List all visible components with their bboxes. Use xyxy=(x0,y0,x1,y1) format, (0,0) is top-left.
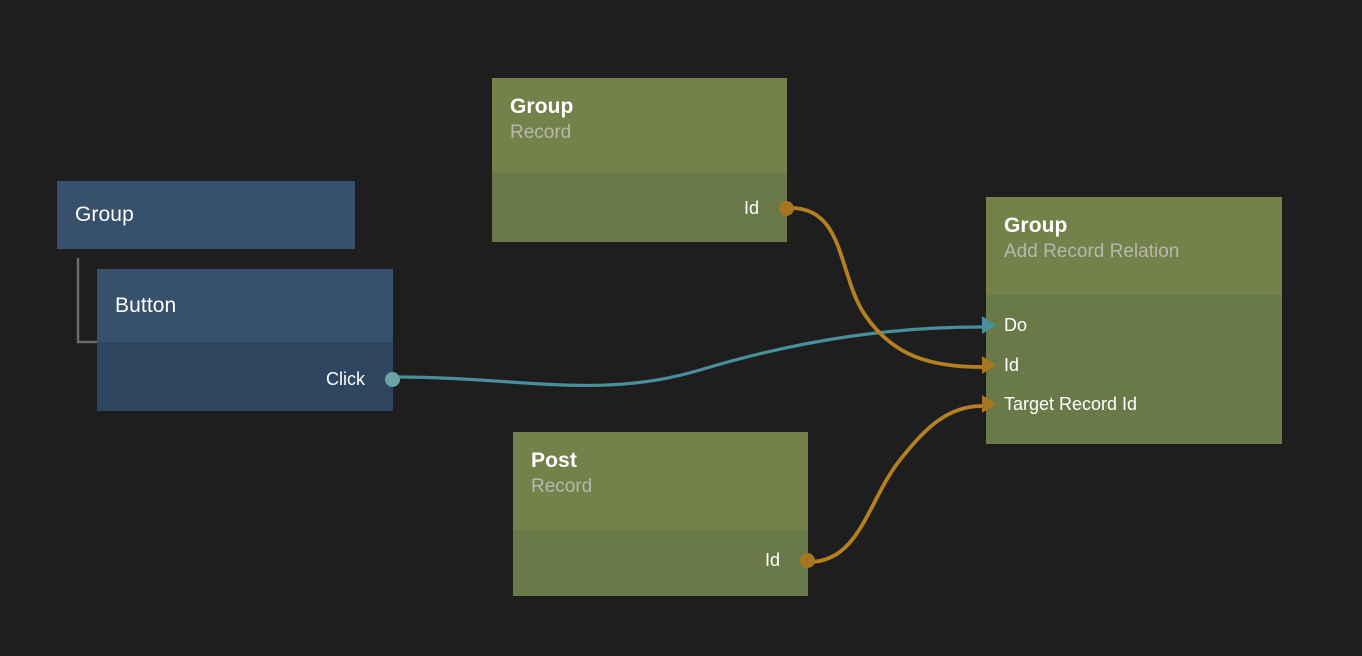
port-in-target-record-id[interactable]: Target Record Id xyxy=(982,392,1138,416)
port-in-target-record-id-label: Target Record Id xyxy=(1004,394,1138,414)
port-out-group-record-id[interactable]: Id xyxy=(743,197,794,219)
node-post-record-subtitle: Record xyxy=(531,476,593,497)
port-dot-click[interactable] xyxy=(385,371,400,387)
node-add-record-relation-subtitle: Add Record Relation xyxy=(1004,241,1180,262)
node-group-record-body: Id xyxy=(492,173,794,242)
port-in-do[interactable]: Do xyxy=(982,313,1028,337)
node-group-record[interactable]: Group Record Id xyxy=(492,78,794,242)
node-group-record-subtitle: Record xyxy=(510,122,572,143)
node-group-record-title: Group xyxy=(510,95,574,118)
port-in-id[interactable]: Id xyxy=(982,353,1020,377)
node-button-ui-body: Click xyxy=(97,342,400,411)
node-add-record-relation-title: Group xyxy=(1004,214,1068,237)
port-arrow-id-icon xyxy=(982,356,996,374)
node-add-record-relation[interactable]: Group Add Record Relation Do Id Target R… xyxy=(982,197,1282,444)
wire-groupid-to-id xyxy=(789,206,984,369)
node-add-record-relation-header[interactable]: Group Add Record Relation xyxy=(986,197,1282,295)
port-out-group-record-id-label: Id xyxy=(743,198,759,218)
node-group-ui-title: Group xyxy=(75,203,134,226)
node-button-ui-header[interactable]: Button xyxy=(97,269,393,342)
port-in-id-label: Id xyxy=(1004,355,1020,375)
port-arrow-target-record-id-icon xyxy=(982,395,996,413)
wire-click-to-do xyxy=(394,325,984,388)
node-post-record[interactable]: Post Record Id xyxy=(513,432,815,596)
node-button-ui[interactable]: Button Click xyxy=(97,269,400,411)
port-in-do-label: Do xyxy=(1004,315,1028,335)
port-arrow-do-icon xyxy=(982,316,996,334)
port-out-click-label: Click xyxy=(326,369,365,389)
port-out-post-record-id[interactable]: Id xyxy=(764,549,815,571)
node-post-record-header[interactable]: Post Record xyxy=(513,432,808,530)
node-group-record-header[interactable]: Group Record xyxy=(492,78,787,173)
node-add-record-relation-body: Do Id Target Record Id xyxy=(982,295,1282,444)
port-out-click[interactable]: Click xyxy=(326,368,400,390)
port-dot-group-record-id[interactable] xyxy=(779,200,794,216)
node-post-record-body: Id xyxy=(513,530,815,596)
tree-connector-group-to-button xyxy=(76,258,102,344)
node-group-ui[interactable]: Group xyxy=(57,181,355,249)
port-dot-post-record-id[interactable] xyxy=(800,552,815,568)
node-button-ui-title: Button xyxy=(115,293,177,317)
wire-postid-to-targetrecordid xyxy=(807,404,984,564)
node-group-ui-header[interactable]: Group xyxy=(57,181,355,249)
port-out-post-record-id-label: Id xyxy=(764,550,780,570)
node-post-record-title: Post xyxy=(531,449,577,472)
